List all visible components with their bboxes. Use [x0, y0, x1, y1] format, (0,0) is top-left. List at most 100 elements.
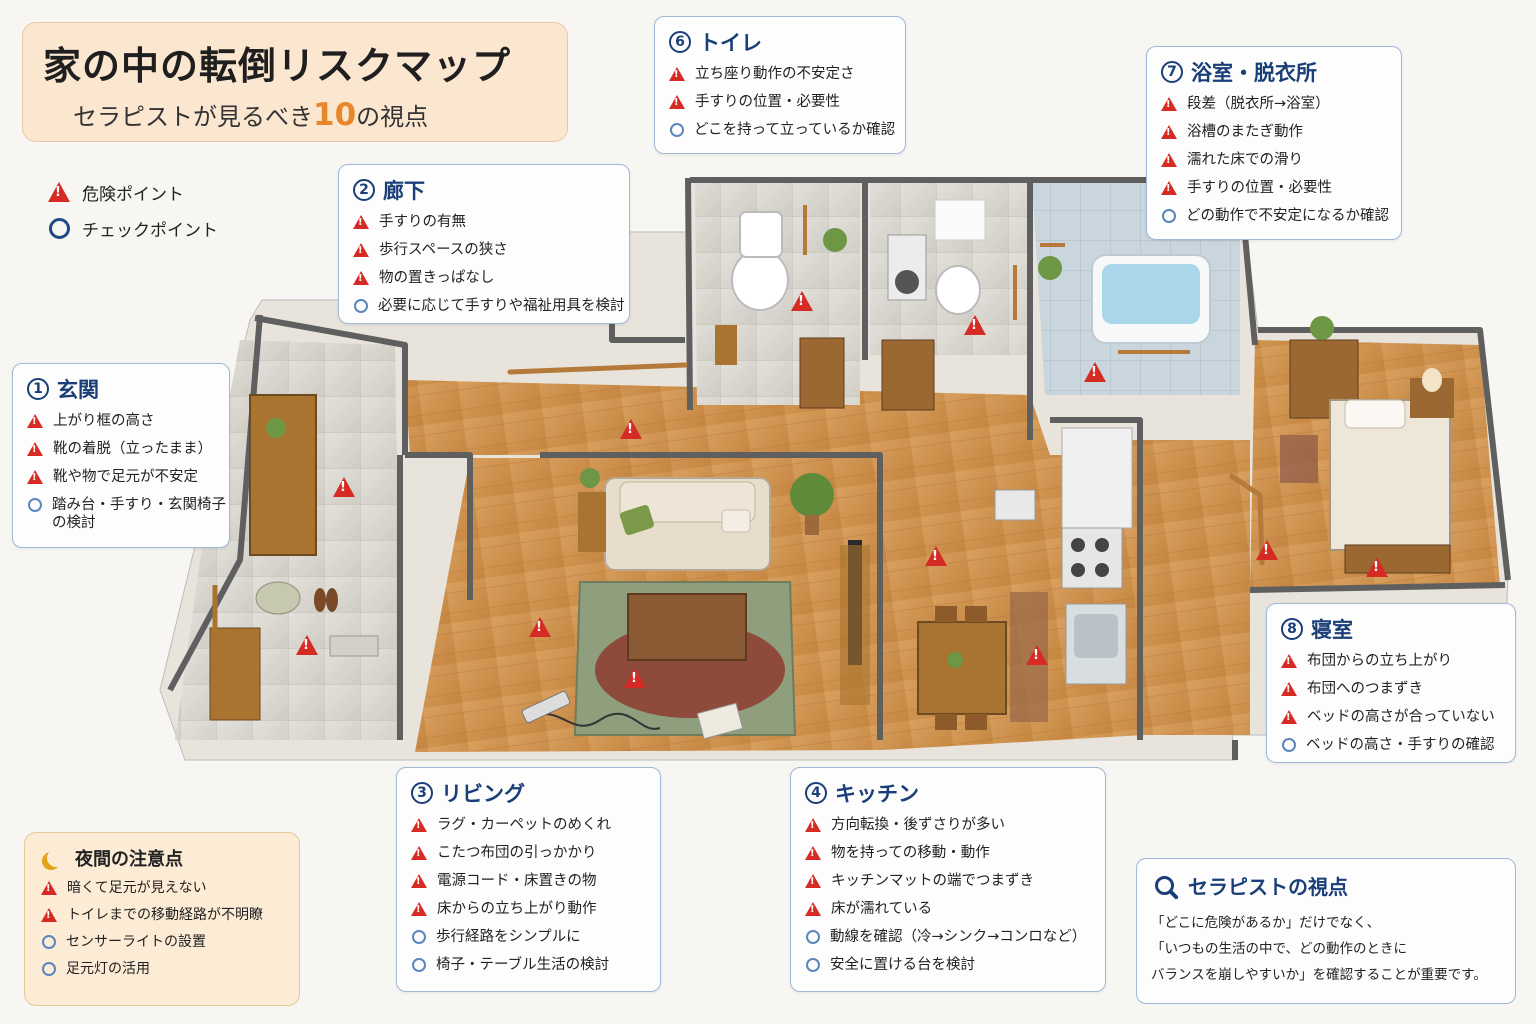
callout-toilet-item-text: どこを持って立っているか確認 [694, 122, 896, 138]
therapist-viewpoint-line-1: 「どこに危険があるか」だけでなく、 [1151, 915, 1381, 931]
callout-living-item-5: 歩行経路をシンプルに [411, 928, 646, 946]
check-circle-icon [412, 930, 426, 944]
night-caution-title-text: 夜間の注意点 [75, 849, 183, 870]
danger-marker-living-rug [529, 617, 555, 641]
check-circle-icon [42, 935, 56, 949]
legend-check-label: チェックポイント [82, 220, 218, 241]
danger-marker-kitchen-mat [1026, 645, 1052, 669]
callout-rouka-item-4: 必要に応じて手すりや福祉用具を検討 [353, 297, 625, 315]
callout-bath-item-3: 濡れた床での滑り [1161, 151, 1387, 169]
callout-toilet-title: 6 トイレ [669, 27, 891, 57]
warning-triangle-icon [669, 95, 685, 109]
callout-bath-item-text: 浴槽のまたぎ動作 [1187, 124, 1303, 140]
callout-living-item-text: 歩行経路をシンプルに [436, 929, 581, 945]
search-icon [1155, 876, 1174, 895]
area-number-badge: 3 [411, 782, 433, 804]
callout-kitchen-item-6: 安全に置ける台を検討 [805, 956, 1091, 974]
warning-triangle-icon [1161, 125, 1177, 139]
therapist-viewpoint-title: セラピストの視点 [1151, 871, 1501, 900]
check-circle-icon [1282, 738, 1296, 752]
callout-kitchen-item-text: 方向転換・後ずさりが多い [831, 817, 1005, 833]
callout-rouka-item-2: 歩行スペースの狭さ [353, 241, 615, 259]
area-name: トイレ [699, 31, 762, 55]
callout-living-item-6: 椅子・テーブル生活の検討 [411, 956, 646, 974]
night-item-1: 暗くて足元が見えない [41, 879, 283, 897]
area-number-badge: 4 [805, 782, 827, 804]
check-circle-icon [1162, 209, 1176, 223]
callout-rouka-item-3: 物の置きっぱなし [353, 269, 615, 287]
therapist-viewpoint-line-3: バランスを崩しやすいか」を確認することが重要です。 [1151, 967, 1487, 983]
warning-triangle-icon [805, 846, 821, 860]
danger-marker-washroom [964, 315, 990, 339]
night-item-text: センサーライトの設置 [66, 934, 206, 950]
danger-marker-genkan-upper [333, 477, 359, 501]
subtitle-prefix: セラピストが見るべき [73, 103, 313, 131]
legend-check: チェックポイント [48, 210, 218, 246]
therapist-viewpoint-line-2: 「いつもの生活の中で、どの動作のときに [1151, 941, 1407, 957]
callout-living-item-text: 床からの立ち上がり動作 [437, 901, 597, 917]
warning-triangle-icon [353, 271, 369, 285]
check-circle-icon [806, 958, 820, 972]
callout-bedroom-item-text: 布団からの立ち上がり [1307, 653, 1452, 669]
callout-bath-item-5: どの動作で不安定になるか確認 [1161, 207, 1389, 225]
warning-triangle-icon [353, 243, 369, 257]
callout-bath-item-text: どの動作で不安定になるか確認 [1186, 208, 1389, 224]
callout-rouka-title: 2 廊下 [353, 175, 615, 205]
callout-rouka: 2 廊下手すりの有無歩行スペースの狭さ物の置きっぱなし必要に応じて手すりや福祉用具… [338, 164, 630, 324]
callout-toilet-item-text: 立ち座り動作の不安定さ [695, 66, 855, 82]
therapist-viewpoint-panel: セラピストの視点 「どこに危険があるか」だけでなく、 「いつもの生活の中で、どの… [1136, 858, 1516, 1004]
callout-living-item-text: ラグ・カーペットのめくれ [437, 817, 611, 833]
callout-bedroom-item-1: 布団からの立ち上がり [1281, 652, 1501, 670]
callout-kitchen-item-text: キッチンマットの端でつまずき [831, 873, 1034, 889]
callout-living-item-text: こたつ布団の引っかかり [437, 845, 597, 861]
page-subtitle: セラピストが見るべき10の視点 [73, 97, 428, 133]
callout-genkan-item-text: 上がり框の高さ [53, 413, 155, 429]
callout-bedroom: 8寝室布団からの立ち上がり布団へのつまずきベッドの高さが合っていないベッドの高さ… [1266, 603, 1516, 763]
warning-triangle-icon [1161, 181, 1177, 195]
area-number-badge: 2 [353, 179, 375, 201]
callout-rouka-item-text: 手すりの有無 [379, 214, 466, 230]
check-circle-icon [806, 930, 820, 944]
warning-triangle-icon [41, 908, 57, 922]
warning-triangle-icon [411, 902, 427, 916]
area-name: 廊下 [383, 179, 425, 203]
therapist-viewpoint-title-text: セラピストの視点 [1188, 875, 1348, 899]
warning-triangle-icon [1161, 97, 1177, 111]
warning-triangle-icon [411, 874, 427, 888]
area-name: 玄関 [57, 378, 99, 402]
check-circle-icon [412, 958, 426, 972]
warning-triangle-icon [669, 67, 685, 81]
night-item-4: 足元灯の活用 [41, 960, 283, 978]
callout-bedroom-item-3: ベッドの高さが合っていない [1281, 708, 1501, 726]
callout-genkan-item-text: 踏み台・手すり・玄関椅子 [52, 497, 226, 513]
area-name: 寝室 [1311, 618, 1353, 642]
subtitle-suffix: の視点 [356, 103, 429, 131]
danger-marker-bathroom [1084, 362, 1110, 386]
warning-triangle-icon [805, 902, 821, 916]
callout-bedroom-item-2: 布団へのつまずき [1281, 680, 1501, 698]
warning-triangle-icon [27, 470, 43, 484]
night-item-text: 足元灯の活用 [66, 961, 150, 977]
callout-rouka-item-text: 物の置きっぱなし [379, 270, 495, 286]
area-name: キッチン [835, 782, 919, 806]
legend-danger: 危険ポイント [48, 174, 218, 210]
callout-bedroom-item-text: ベッドの高さが合っていない [1307, 709, 1495, 725]
legend-danger-label: 危険ポイント [82, 184, 184, 205]
danger-marker-toilet [791, 291, 817, 315]
callout-genkan-item-text-cont: の検討 [52, 515, 96, 531]
night-item-2: トイレまでの移動経路が不明瞭 [41, 906, 283, 924]
callout-kitchen-item-text: 動線を確認（冷→シンク→コンロなど） [830, 929, 1087, 945]
night-item-3: センサーライトの設置 [41, 933, 283, 951]
check-circle-icon [49, 217, 70, 239]
warning-triangle-icon [48, 182, 70, 202]
area-number-badge: 6 [669, 31, 691, 53]
check-circle-icon [42, 962, 56, 976]
warning-triangle-icon [41, 881, 57, 895]
callout-toilet-item-1: 立ち座り動作の不安定さ [669, 65, 891, 83]
warning-triangle-icon [411, 818, 427, 832]
